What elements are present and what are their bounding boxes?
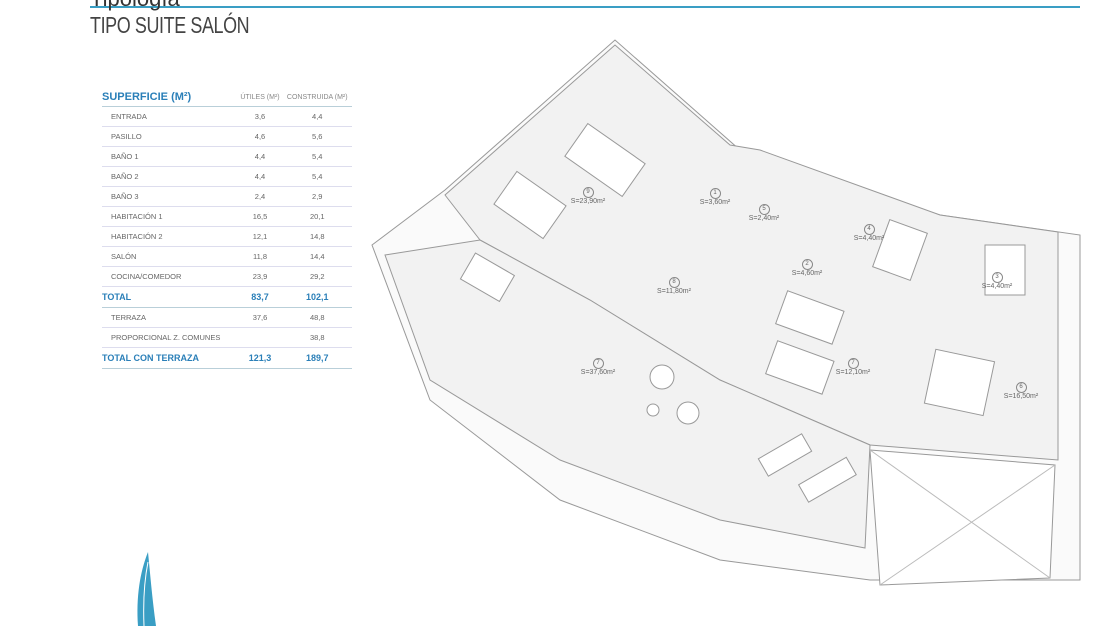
cell-utiles: 4,6 (237, 126, 283, 147)
room-area: S=11,80m² (657, 288, 691, 295)
cell-utiles: 11,8 (237, 246, 283, 267)
cell-construida: 189,7 (282, 347, 352, 369)
room-number: 4 (863, 224, 875, 235)
cell-construida: 14,4 (282, 246, 352, 267)
cell-construida: 102,1 (282, 286, 352, 308)
cell-construida: 2,9 (282, 186, 352, 207)
cell-utiles: 2,4 (237, 186, 283, 207)
cell-utiles: 3,6 (237, 106, 283, 127)
cell-utiles (237, 327, 283, 348)
room-number: 3 (991, 272, 1003, 283)
room-number: 2 (801, 259, 813, 270)
room-area: S=4,40m² (853, 235, 885, 242)
cell-name: TOTAL (102, 286, 238, 308)
cell-utiles: 16,5 (237, 206, 283, 227)
cell-name: BAÑO 2 (102, 166, 238, 187)
room-number: 8 (668, 277, 680, 288)
section-heading-cut: Tipología (90, 0, 180, 12)
cell-construida: 48,8 (282, 307, 352, 328)
cell-utiles: 23,9 (237, 266, 283, 287)
brand-logo-tower (137, 552, 156, 626)
cell-utiles: 12,1 (237, 226, 283, 247)
room-number: 6 (1015, 382, 1027, 393)
room-area: S=3,60m² (699, 199, 731, 206)
room-number: 7 (592, 358, 604, 369)
cell-name: COCINA/COMEDOR (102, 266, 238, 287)
col-header-construida: CONSTRUIDA (M²) (282, 88, 352, 107)
cell-utiles: 4,4 (237, 166, 283, 187)
surface-table: SUPERFICIE (M²) ÚTILES (M²) CONSTRUIDA (… (102, 88, 352, 369)
cell-name: BAÑO 3 (102, 186, 238, 207)
cell-construida: 14,8 (282, 226, 352, 247)
cell-name: PROPORCIONAL Z. COMUNES (102, 327, 238, 348)
cell-construida: 38,8 (282, 327, 352, 348)
page-title: TIPO SUITE SALÓN (90, 12, 250, 38)
room-number: 7 (847, 358, 859, 369)
header-rule (90, 6, 1080, 8)
table-row: PROPORCIONAL Z. COMUNES 38,8 (102, 327, 352, 348)
cell-name: SALÓN (102, 246, 238, 267)
cell-name: ENTRADA (102, 106, 238, 127)
room-area: S=37,60m² (580, 369, 616, 376)
room-number: 5 (758, 204, 770, 215)
cell-utiles: 83,7 (237, 286, 283, 308)
cell-utiles: 37,6 (237, 307, 283, 328)
room-area: S=23,90m² (570, 198, 606, 205)
col-header-surface: SUPERFICIE (M²) (102, 88, 238, 107)
cell-name: HABITACIÓN 2 (102, 226, 238, 247)
cell-name: PASILLO (102, 126, 238, 147)
cell-construida: 4,4 (282, 106, 352, 127)
cell-utiles: 4,4 (237, 146, 283, 167)
cell-construida: 29,2 (282, 266, 352, 287)
room-area: S=12,10m² (835, 369, 871, 376)
cell-name: HABITACIÓN 1 (102, 206, 238, 227)
cell-name: TERRAZA (102, 307, 238, 328)
col-header-utiles: ÚTILES (M²) (237, 88, 283, 107)
room-area: S=4,40m² (981, 283, 1013, 290)
cell-construida: 5,4 (282, 166, 352, 187)
cell-construida: 5,4 (282, 146, 352, 167)
cell-construida: 20,1 (282, 206, 352, 227)
room-number: 1 (709, 188, 721, 199)
cell-construida: 5,6 (282, 126, 352, 147)
room-area: S=16,50m² (1003, 393, 1039, 400)
cell-utiles: 121,3 (237, 347, 283, 369)
cell-name: TOTAL CON TERRAZA (102, 347, 238, 369)
room-number: 9 (582, 187, 594, 198)
room-area: S=4,60m² (791, 270, 823, 277)
room-area: S=2,40m² (748, 215, 780, 222)
cell-name: BAÑO 1 (102, 146, 238, 167)
